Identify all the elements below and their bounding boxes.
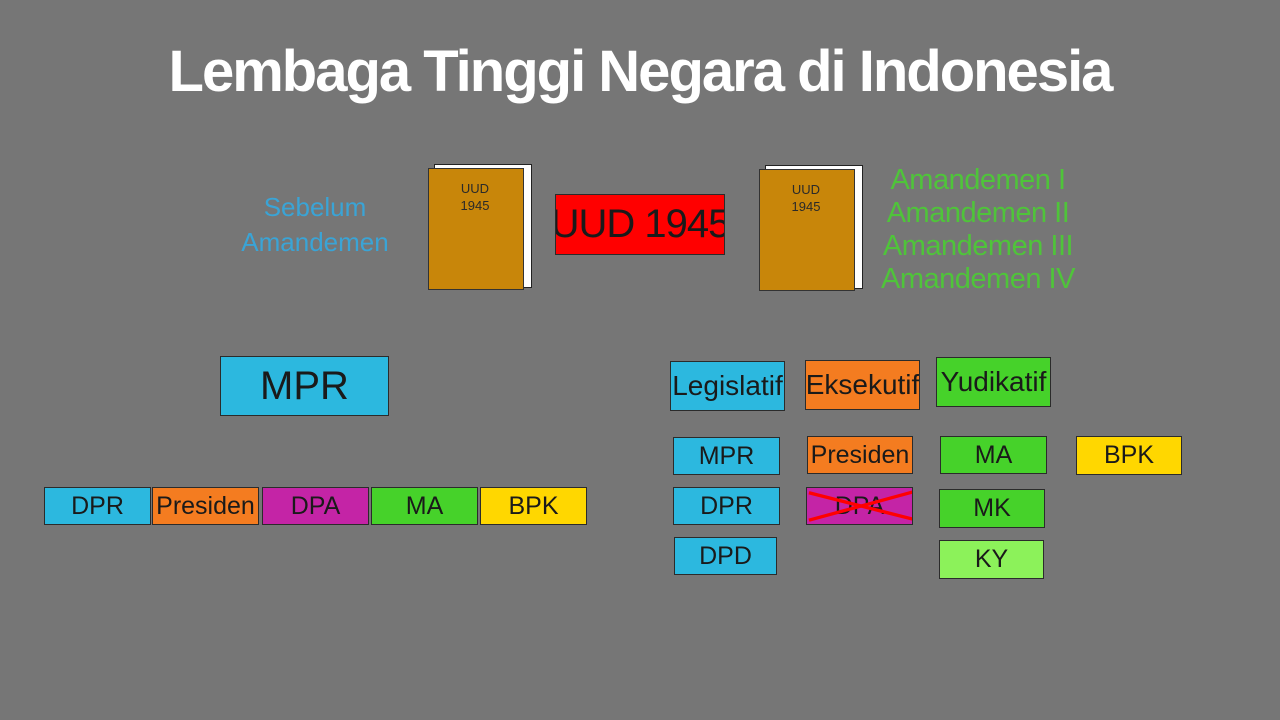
caption-line-2: Amandemen xyxy=(241,227,389,257)
book-label-line-1: UUD xyxy=(460,181,490,196)
after-mk-box: MK xyxy=(939,489,1045,528)
before-dpa-box: DPA xyxy=(262,487,369,525)
before-amendment-caption: Sebelum Amandemen xyxy=(222,190,408,260)
before-ma-box: MA xyxy=(371,487,478,525)
header-eksekutif: Eksekutif xyxy=(805,360,920,410)
page-title: Lembaga Tinggi Negara di Indonesia xyxy=(168,39,1114,104)
book-icon-after: UUD 1945 xyxy=(759,165,863,291)
book-label-line-2: 1945 xyxy=(791,199,821,214)
amendment-item: Amandemen III xyxy=(882,230,1074,262)
uud-1945-label: UUD 1945 xyxy=(555,194,725,255)
header-yudikatif: Yudikatif xyxy=(936,357,1051,407)
after-dpd-box: DPD xyxy=(674,537,777,575)
amendment-list: Amandemen I Amandemen II Amandemen III A… xyxy=(868,164,1088,296)
amendment-item: Amandemen IV xyxy=(881,263,1075,295)
after-mpr-box: MPR xyxy=(673,437,780,475)
after-bpk-box: BPK xyxy=(1076,436,1182,475)
book-label-line-2: 1945 xyxy=(460,198,490,213)
before-dpr-box: DPR xyxy=(44,487,151,525)
amendment-item: Amandemen I xyxy=(890,164,1066,196)
after-presiden-box: Presiden xyxy=(807,436,913,474)
before-mpr-box: MPR xyxy=(220,356,389,416)
amendment-item: Amandemen II xyxy=(886,197,1070,229)
after-dpr-box: DPR xyxy=(673,487,780,525)
after-ky-box: KY xyxy=(939,540,1044,579)
caption-line-1: Sebelum xyxy=(263,192,367,222)
cross-out-icon xyxy=(808,490,912,522)
book-icon-before: UUD 1945 xyxy=(428,164,532,290)
header-legislatif: Legislatif xyxy=(670,361,785,411)
after-dpa-box-struck: DPA xyxy=(806,487,913,525)
book-label-line-1: UUD xyxy=(791,182,821,197)
after-ma-box: MA xyxy=(940,436,1047,474)
before-presiden-box: Presiden xyxy=(152,487,259,525)
before-bpk-box: BPK xyxy=(480,487,587,525)
